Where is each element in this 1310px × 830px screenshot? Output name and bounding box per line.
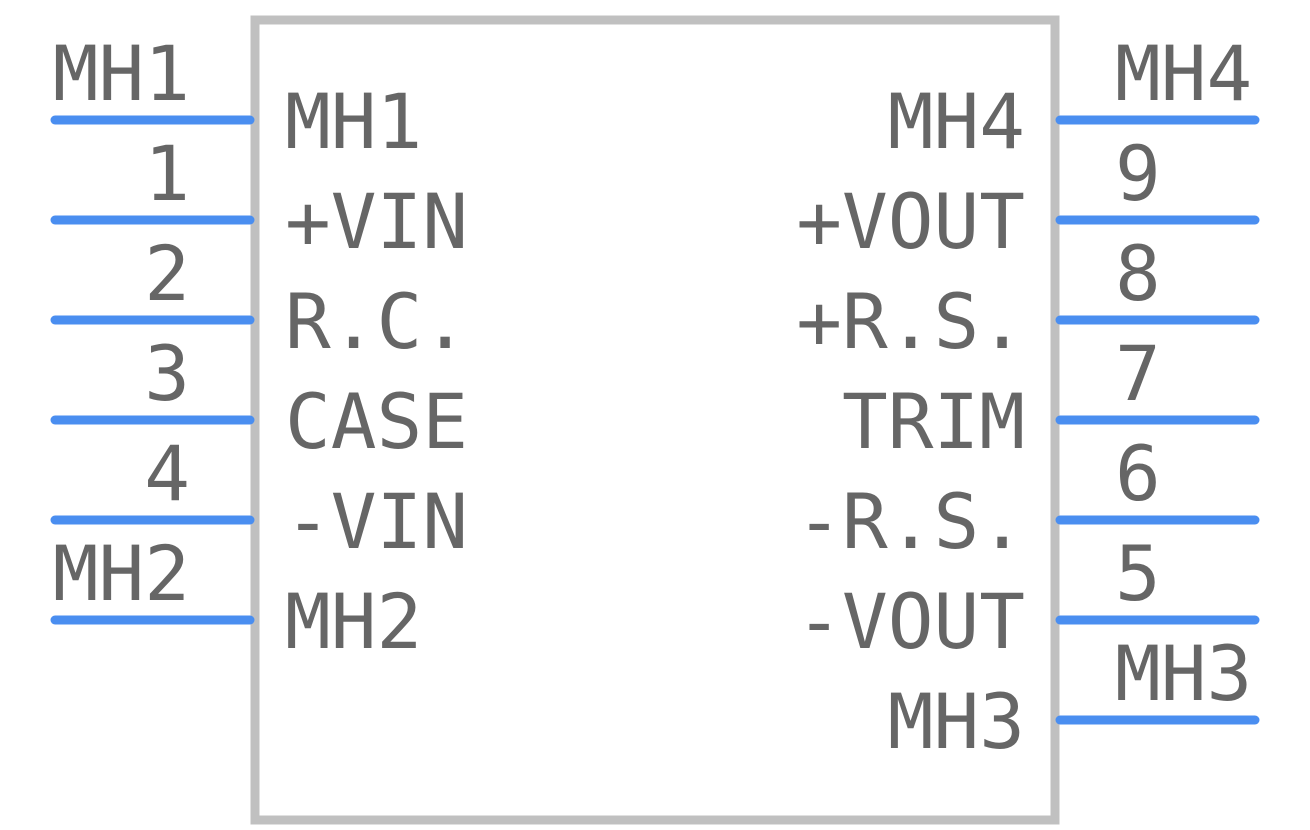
pin-number-mh3: MH3 bbox=[1115, 629, 1252, 718]
pin-label-mh1: MH1 bbox=[285, 77, 422, 166]
pin-number-4: 4 bbox=[144, 429, 190, 518]
pin-label-mh4: MH4 bbox=[888, 77, 1025, 166]
pin-label-plusminus-vin: +VIN bbox=[285, 177, 468, 266]
pin-label-plusminus-vout: +VOUT bbox=[796, 177, 1025, 266]
pin-label-mh3: MH3 bbox=[888, 677, 1025, 766]
pin-number-2: 2 bbox=[144, 229, 190, 318]
pin-label-mh2: MH2 bbox=[285, 577, 422, 666]
pin-number-8: 8 bbox=[1115, 229, 1161, 318]
component-body bbox=[250, 15, 1060, 825]
pin-label-trim: TRIM bbox=[842, 377, 1025, 466]
pin-number-3: 3 bbox=[144, 329, 190, 418]
pin-number-mh1: MH1 bbox=[53, 29, 190, 118]
pin-number-5: 5 bbox=[1115, 529, 1161, 618]
pin-label-minus-vout: -VOUT bbox=[796, 577, 1025, 666]
pin-number-9: 9 bbox=[1115, 129, 1161, 218]
pin-label-case: CASE bbox=[285, 377, 468, 466]
pin-label-minus-r-s: -R.S. bbox=[796, 477, 1025, 566]
pin-number-1: 1 bbox=[144, 129, 190, 218]
pin-label-plusminus-r-s: +R.S. bbox=[796, 277, 1025, 366]
right-pin-group: MH4MH49+VOUT8+R.S.7TRIM6-R.S.5-VOUTMH3MH… bbox=[796, 29, 1260, 766]
pin-number-6: 6 bbox=[1115, 429, 1161, 518]
pin-number-7: 7 bbox=[1115, 329, 1161, 418]
pin-label-r-c: R.C. bbox=[285, 277, 468, 366]
pin-number-mh2: MH2 bbox=[53, 529, 190, 618]
pin-label-minus-vin: -VIN bbox=[285, 477, 468, 566]
pin-number-mh4: MH4 bbox=[1115, 29, 1252, 118]
